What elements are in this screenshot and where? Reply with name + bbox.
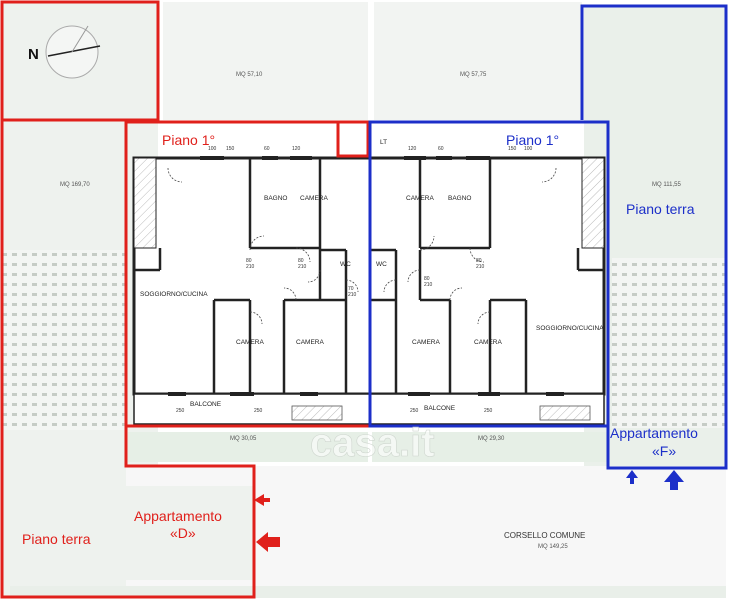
room-camera-left-top: CAMERA bbox=[300, 195, 328, 202]
room-camera-left-1: CAMERA bbox=[236, 339, 264, 346]
right-lower-garden bbox=[612, 258, 726, 428]
door-dim: 150 bbox=[508, 146, 517, 152]
door-dim: 120 bbox=[292, 146, 301, 152]
interior-walls-left bbox=[134, 158, 348, 394]
arrow-f-small bbox=[626, 470, 638, 484]
apartment-f-outline bbox=[368, 4, 728, 470]
planter-right bbox=[539, 405, 591, 421]
door-dim: 70 bbox=[348, 286, 354, 292]
label-apartment-f-2: «F» bbox=[652, 443, 676, 459]
room-wc-right: WC bbox=[376, 261, 387, 268]
room-camera-right-1: CAMERA bbox=[412, 339, 440, 346]
stair-right bbox=[581, 157, 605, 249]
left-lower-garden bbox=[2, 250, 126, 430]
room-soggiorno-left: SOGGIORNO/CUCINA bbox=[140, 291, 208, 298]
door-dim: 210 bbox=[348, 292, 357, 298]
stair-left bbox=[133, 157, 157, 249]
label-apartment-d-2: «D» bbox=[170, 525, 196, 541]
arrow-d-large bbox=[256, 532, 280, 552]
door-dim: 250 bbox=[410, 408, 419, 414]
room-bagno-left: BAGNO bbox=[264, 195, 287, 202]
room-wc-left: WC bbox=[340, 261, 351, 268]
north-compass bbox=[45, 25, 101, 79]
room-bagno-right: BAGNO bbox=[448, 195, 471, 202]
door-dim: 80 bbox=[298, 258, 304, 264]
door-dim: 210 bbox=[246, 264, 255, 270]
door-dim: 210 bbox=[476, 264, 485, 270]
door-dim: 80 bbox=[246, 258, 252, 264]
label-ground-right: Piano terra bbox=[626, 201, 695, 217]
window-marks bbox=[168, 156, 564, 396]
room-soggiorno-right: SOGGIORNO/CUCINA bbox=[536, 325, 604, 332]
door-dim: 100 bbox=[208, 146, 217, 152]
area-left-garden: MQ 169,70 bbox=[60, 182, 90, 188]
door-dim: 250 bbox=[484, 408, 493, 414]
label-floor-left: Piano 1° bbox=[162, 132, 215, 148]
door-dim: 250 bbox=[176, 408, 185, 414]
door-dim: 120 bbox=[408, 146, 417, 152]
area-top-left: MQ 57,10 bbox=[236, 72, 263, 78]
label-corridor: CORSELLO COMUNE bbox=[504, 531, 585, 540]
corridor-garden-d bbox=[126, 486, 254, 580]
room-camera-right-top: CAMERA bbox=[406, 195, 434, 202]
door-dim: 100 bbox=[524, 146, 533, 152]
area-top-right: MQ 57,75 bbox=[460, 72, 487, 78]
room-camera-right-2: CAMERA bbox=[474, 339, 502, 346]
door-swings bbox=[167, 167, 557, 325]
top-left-yard bbox=[163, 2, 368, 120]
door-dim: 250 bbox=[254, 408, 263, 414]
label-floor-right: Piano 1° bbox=[506, 132, 559, 148]
label-ground-left: Piano terra bbox=[22, 531, 91, 547]
arrow-f-large bbox=[664, 470, 684, 490]
door-dim: 60 bbox=[438, 146, 444, 152]
bottom-strip bbox=[10, 586, 726, 598]
door-dim: 80 bbox=[476, 258, 482, 264]
door-dim: 60 bbox=[264, 146, 270, 152]
strip-left bbox=[128, 432, 368, 462]
room-balcone-left: BALCONE bbox=[190, 401, 222, 408]
area-corridor: MQ 149,25 bbox=[538, 544, 568, 550]
arrow-d-small bbox=[254, 494, 270, 506]
area-strip-right: MQ 29,30 bbox=[478, 436, 505, 442]
door-dim: 210 bbox=[424, 282, 433, 288]
north-label: N bbox=[28, 46, 39, 63]
area-strip-left: MQ 30,05 bbox=[230, 436, 257, 442]
planter-left bbox=[291, 405, 343, 421]
area-right-garden: MQ 111,55 bbox=[652, 182, 681, 188]
room-balcone-right: BALCONE bbox=[424, 405, 456, 412]
room-camera-left-2: CAMERA bbox=[296, 339, 324, 346]
label-apartment-f-1: Appartamento bbox=[610, 425, 698, 441]
door-dim: 210 bbox=[298, 264, 307, 270]
strip-right bbox=[372, 432, 608, 462]
label-apartment-d-1: Appartamento bbox=[134, 508, 222, 524]
top-right-yard bbox=[374, 2, 582, 120]
watermark: casa.it bbox=[310, 421, 435, 465]
door-dim: 80 bbox=[424, 276, 430, 282]
door-dim: 150 bbox=[226, 146, 235, 152]
room-lt: LT bbox=[380, 139, 387, 146]
